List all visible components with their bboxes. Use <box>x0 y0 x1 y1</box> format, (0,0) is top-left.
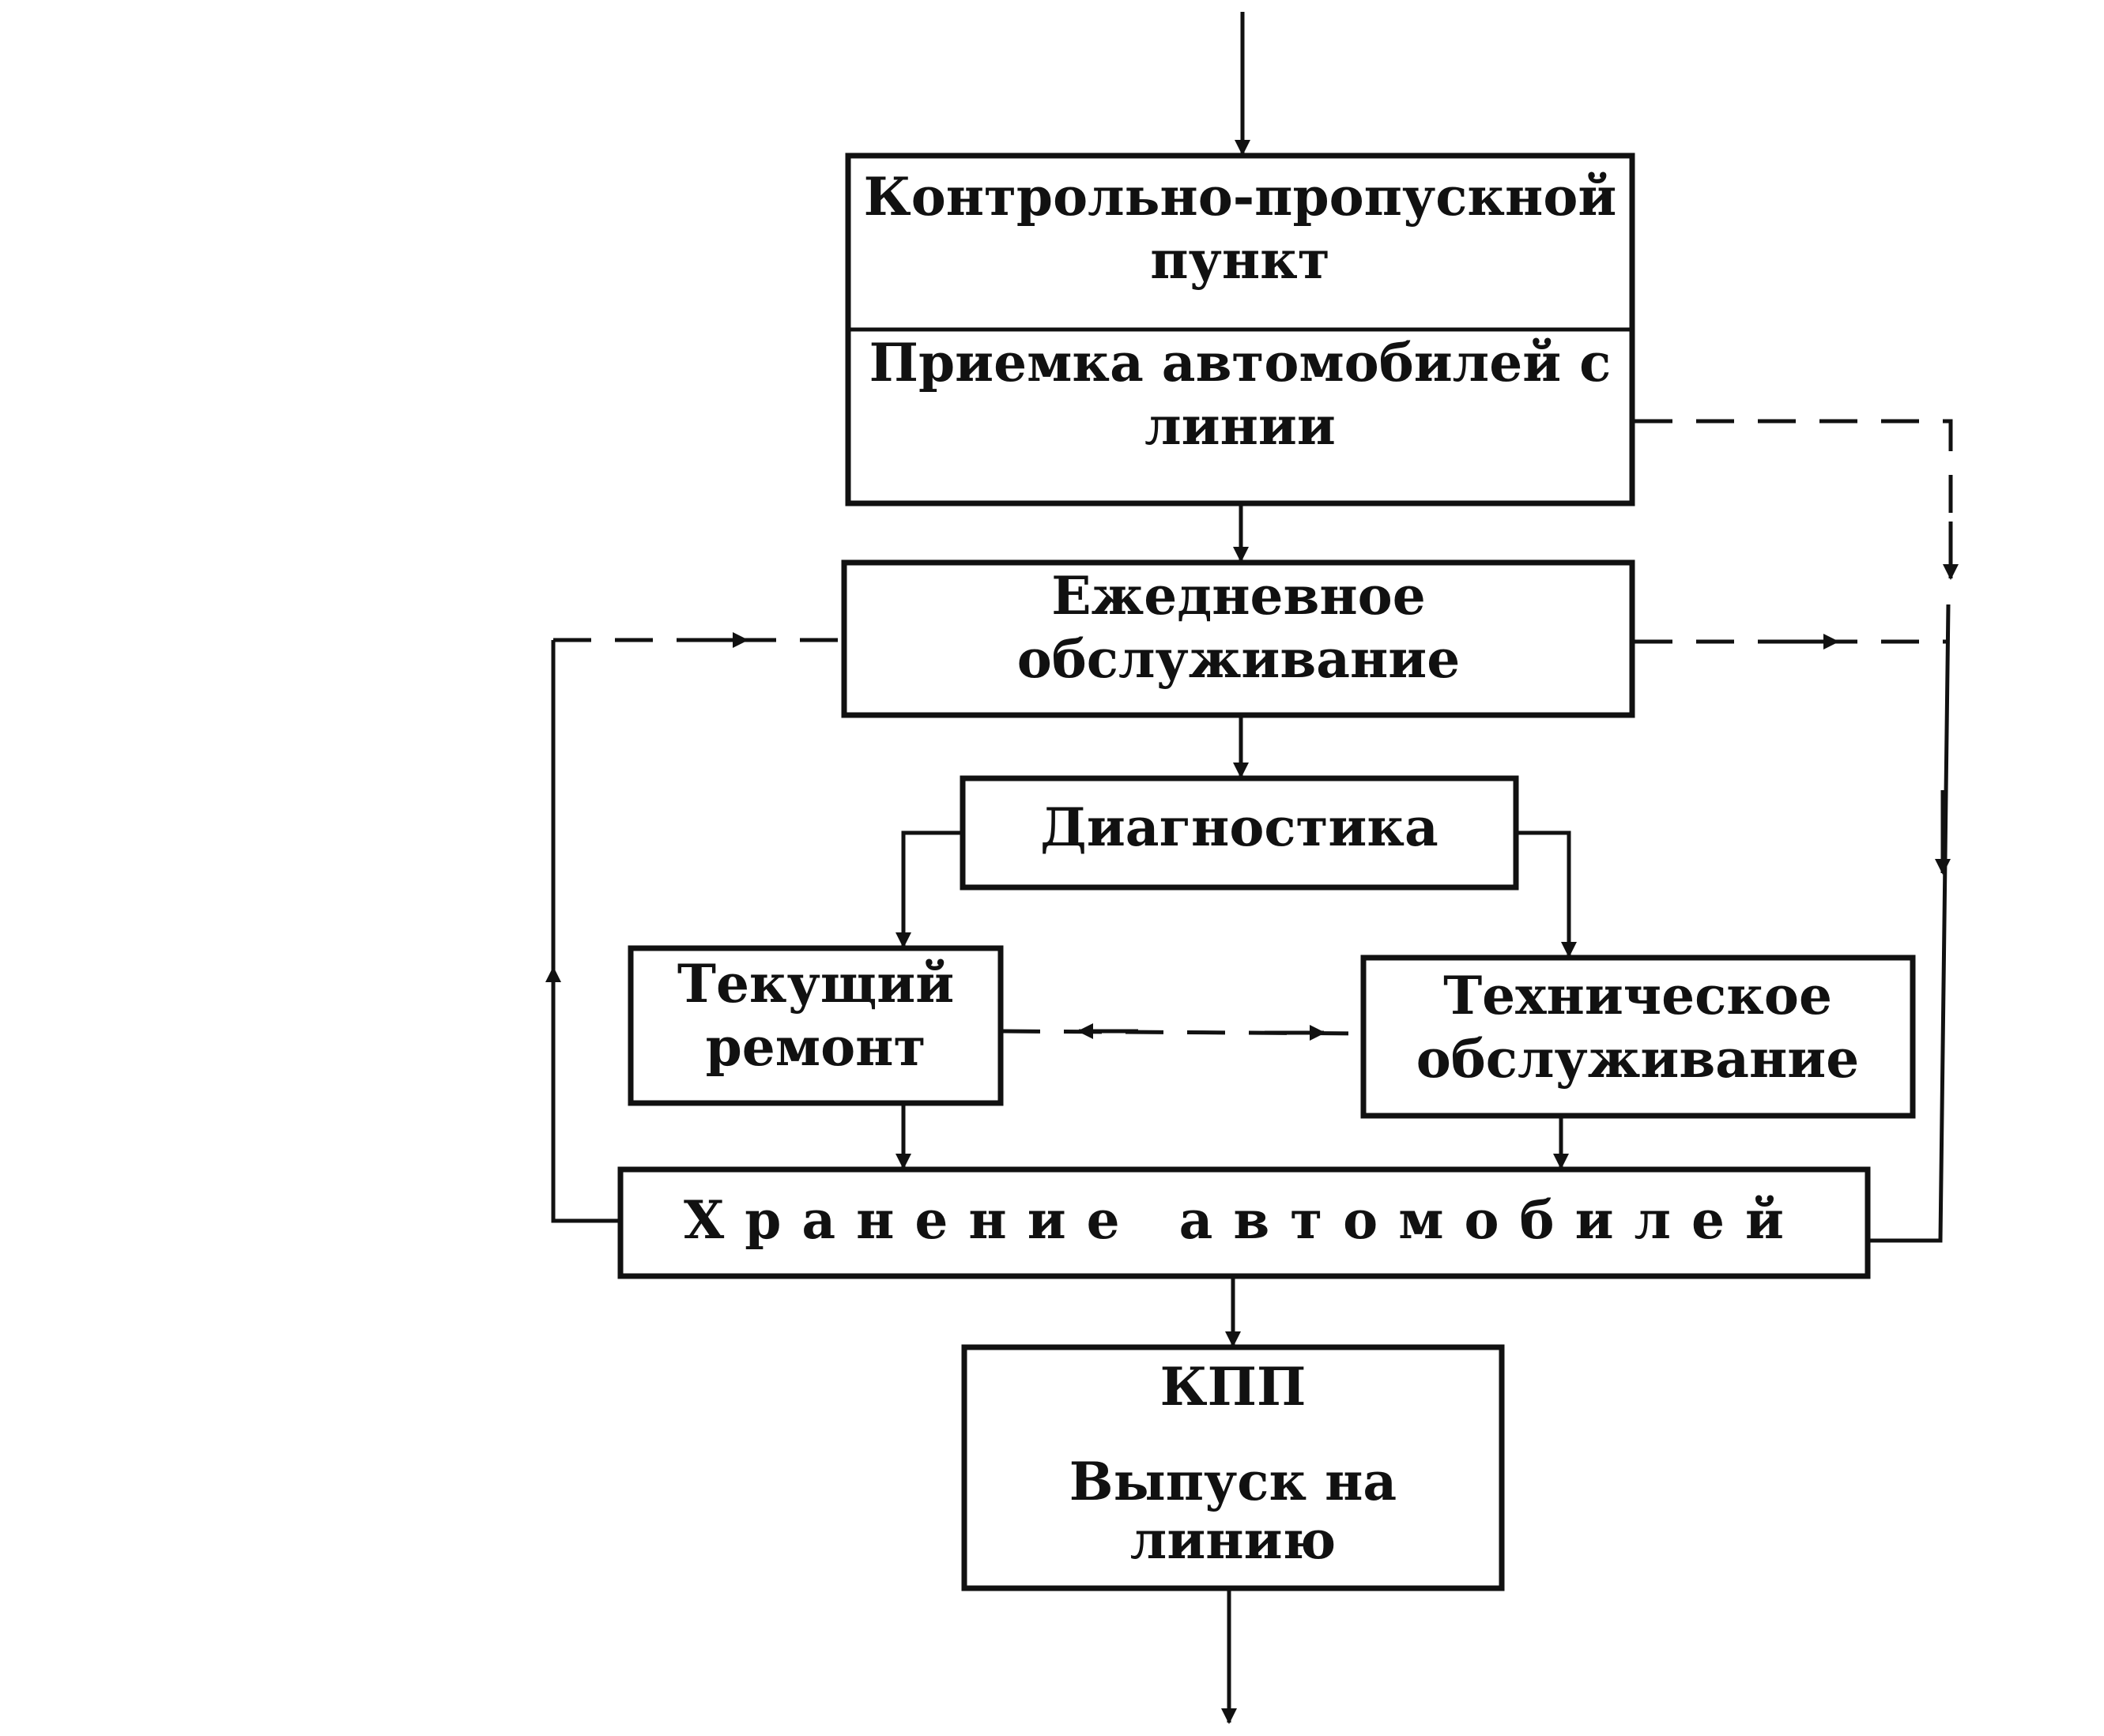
maintenance-line-1: Техническое <box>1443 965 1832 1026</box>
diagnostics-to-maintenance-arrow <box>1516 830 1577 958</box>
daily-service-line-2: обслуживание <box>1017 628 1460 690</box>
daily-service-box: Ежедневное обслуживание <box>841 559 1635 718</box>
checkpoint-box: Контрольно-пропускной пункт Приемка авто… <box>845 153 1635 506</box>
right-bypass-line <box>1868 604 1951 1243</box>
release-label-line-1: Выпуск на <box>1069 1451 1397 1512</box>
diagnostics-to-repair-arrow <box>896 830 963 948</box>
maintenance-box: Техническое обслуживание <box>1360 955 1916 1119</box>
storage-box: Хранение автомобилей <box>617 1166 1871 1279</box>
diagnostics-label: Диагностика <box>1040 796 1438 858</box>
daily-service-line-1: Ежедневное <box>1051 565 1425 627</box>
release-box: КПП Выпуск на линию <box>961 1344 1505 1591</box>
checkpoint-title-line-2: пункт <box>1150 229 1329 291</box>
reception-bypass-dashed <box>1635 419 1953 577</box>
current-repair-box: Текущий ремонт <box>628 945 1004 1106</box>
checkpoint-title-line-1: Контрольно-пропускной <box>864 166 1617 228</box>
release-label-line-2: линию <box>1130 1509 1336 1571</box>
diagnostics-box: Диагностика <box>960 775 1519 891</box>
maintenance-line-2: обслуживание <box>1416 1028 1859 1090</box>
current-repair-line-1: Текущий <box>677 953 954 1015</box>
reception-label-line-2: линии <box>1144 395 1336 457</box>
storage-label: Хранение автомобилей <box>684 1189 1804 1251</box>
release-title: КПП <box>1160 1356 1307 1418</box>
current-repair-line-2: ремонт <box>706 1016 926 1078</box>
reception-label-line-1: Приемка автомобилей с <box>869 332 1612 394</box>
storage-left-return-line <box>551 640 620 1223</box>
